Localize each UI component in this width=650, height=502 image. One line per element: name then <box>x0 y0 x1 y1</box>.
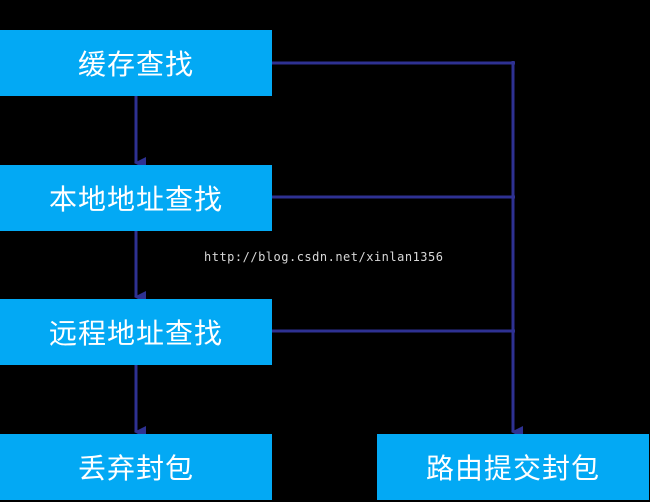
local-address-lookup-node: 本地地址查找 <box>0 165 272 231</box>
cache-lookup-label: 缓存查找 <box>77 48 194 81</box>
route-submit-packet-node: 路由提交封包 <box>377 434 649 500</box>
local-address-lookup-label: 本地地址查找 <box>48 183 223 216</box>
remote-address-lookup-node: 远程地址查找 <box>0 299 272 365</box>
drop-packet-label: 丢弃封包 <box>77 452 194 485</box>
remote-address-lookup-label: 远程地址查找 <box>48 317 223 350</box>
drop-packet-node: 丢弃封包 <box>0 434 272 500</box>
cache-lookup-node: 缓存查找 <box>0 30 272 96</box>
route-submit-packet-label: 路由提交封包 <box>425 452 600 485</box>
watermark-text: http://blog.csdn.net/xinlan1356 <box>204 250 444 264</box>
